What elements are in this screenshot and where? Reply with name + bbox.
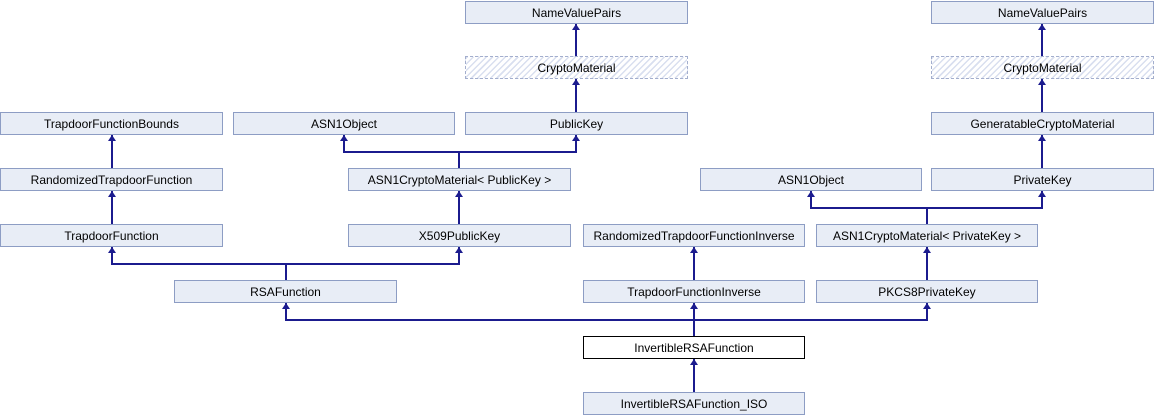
class-node-x509publickey[interactable]: X509PublicKey (348, 224, 571, 247)
class-node-trapdoorfunctionbounds[interactable]: TrapdoorFunctionBounds (0, 112, 223, 135)
class-node-privatekey[interactable]: PrivateKey (931, 168, 1154, 191)
edge-invertiblersafunction-to-rsafunction-trapdoorfunctioninverse-pkcs8privatekey (285, 303, 287, 320)
class-node-asn1cryptomaterial-publickey[interactable]: ASN1CryptoMaterial< PublicKey > (348, 168, 571, 191)
edge-generatablecryptomaterial-to-cryptomaterial-right (1041, 79, 1043, 112)
edge-asn1cryptomaterial-privatekey-to-asn1object-and-privatekey (1041, 191, 1043, 208)
edge-asn1cryptomaterial-privatekey-to-asn1object-and-privatekey (810, 191, 812, 208)
arrowhead-up-icon (108, 191, 116, 197)
edge-rsafunction-to-trapdoorfunction-and-x509publickey (111, 247, 113, 264)
arrowhead-up-icon (572, 79, 580, 85)
edge-asn1cryptomaterial-publickey-to-asn1object-and-publickey (343, 135, 345, 152)
edge-trapdoorfunctioninverse-to-randomizedtrapdoorfunctioninverse (693, 247, 695, 280)
class-node-cryptomaterial-right[interactable]: CryptoMaterial (931, 56, 1154, 79)
class-node-asn1object-right[interactable]: ASN1Object (700, 168, 922, 191)
class-node-publickey[interactable]: PublicKey (465, 112, 688, 135)
arrowhead-up-icon (690, 359, 698, 365)
edge-publickey-to-cryptomaterial-left (575, 79, 577, 112)
edge-cryptomaterial-left-to-namevaluepairs (575, 24, 577, 56)
edge-asn1cryptomaterial-publickey-to-asn1object-and-publickey (458, 152, 460, 168)
edge-trapdoorfunction-to-randomizedtrapdoorfunction (111, 191, 113, 224)
class-node-namevaluepairs-right[interactable]: NameValuePairs (931, 1, 1154, 24)
arrowhead-up-icon (1038, 79, 1046, 85)
edge-privatekey-to-generatablecryptomaterial (1041, 135, 1043, 168)
arrowhead-up-icon (455, 191, 463, 197)
arrowhead-up-icon (108, 135, 116, 141)
edge-invertiblersafunction-to-rsafunction-trapdoorfunctioninverse-pkcs8privatekey (693, 320, 695, 336)
class-node-asn1object-left[interactable]: ASN1Object (233, 112, 455, 135)
edge-x509publickey-to-asn1cryptomaterial-publickey (458, 191, 460, 224)
edge-asn1cryptomaterial-privatekey-to-asn1object-and-privatekey (926, 208, 928, 224)
class-node-randomizedtrapdoorfunctioninverse[interactable]: RandomizedTrapdoorFunctionInverse (583, 224, 805, 247)
class-node-asn1cryptomaterial-privatekey[interactable]: ASN1CryptoMaterial< PrivateKey > (816, 224, 1038, 247)
edge-rsafunction-to-trapdoorfunction-and-x509publickey (458, 247, 460, 264)
class-node-trapdoorfunction[interactable]: TrapdoorFunction (0, 224, 223, 247)
arrowhead-up-icon (807, 191, 815, 197)
arrowhead-up-icon (108, 247, 116, 253)
arrowhead-up-icon (340, 135, 348, 141)
arrowhead-up-icon (690, 303, 698, 309)
arrowhead-up-icon (572, 24, 580, 30)
class-node-randomizedtrapdoorfunction[interactable]: RandomizedTrapdoorFunction (0, 168, 223, 191)
edge-rsafunction-to-trapdoorfunction-and-x509publickey (111, 263, 460, 265)
class-node-generatablecryptomaterial[interactable]: GeneratableCryptoMaterial (931, 112, 1154, 135)
arrowhead-up-icon (282, 303, 290, 309)
edge-asn1cryptomaterial-privatekey-to-asn1object-and-privatekey (810, 207, 1043, 209)
class-node-trapdoorfunctioninverse[interactable]: TrapdoorFunctionInverse (583, 280, 805, 303)
edge-invertiblersafunction-to-rsafunction-trapdoorfunctioninverse-pkcs8privatekey (693, 303, 695, 320)
class-node-invertiblersafunction-iso[interactable]: InvertibleRSAFunction_ISO (583, 392, 805, 415)
arrowhead-up-icon (1038, 24, 1046, 30)
class-node-invertiblersafunction: InvertibleRSAFunction (583, 336, 805, 359)
arrowhead-up-icon (690, 247, 698, 253)
edge-invertiblersafunction-to-rsafunction-trapdoorfunctioninverse-pkcs8privatekey (285, 319, 928, 321)
class-node-cryptomaterial-left[interactable]: CryptoMaterial (465, 56, 688, 79)
class-node-namevaluepairs-left[interactable]: NameValuePairs (465, 1, 688, 24)
edge-cryptomaterial-right-to-namevaluepairs (1041, 24, 1043, 56)
arrowhead-up-icon (455, 247, 463, 253)
edge-pkcs8privatekey-to-asn1cryptomaterial-privatekey (926, 247, 928, 280)
edge-randomizedtrapdoorfunction-to-trapdoorfunctionbounds (111, 135, 113, 168)
edge-invertiblersafunction-to-rsafunction-trapdoorfunctioninverse-pkcs8privatekey (926, 303, 928, 320)
arrowhead-up-icon (572, 135, 580, 141)
arrowhead-up-icon (923, 247, 931, 253)
edge-rsafunction-to-trapdoorfunction-and-x509publickey (285, 264, 287, 280)
edge-asn1cryptomaterial-publickey-to-asn1object-and-publickey (343, 151, 577, 153)
class-node-pkcs8privatekey[interactable]: PKCS8PrivateKey (816, 280, 1038, 303)
arrowhead-up-icon (923, 303, 931, 309)
edge-invertiblersafunction-iso-to-invertiblersafunction (693, 359, 695, 392)
class-node-rsafunction[interactable]: RSAFunction (174, 280, 397, 303)
arrowhead-up-icon (1038, 191, 1046, 197)
edge-asn1cryptomaterial-publickey-to-asn1object-and-publickey (575, 135, 577, 152)
arrowhead-up-icon (1038, 135, 1046, 141)
